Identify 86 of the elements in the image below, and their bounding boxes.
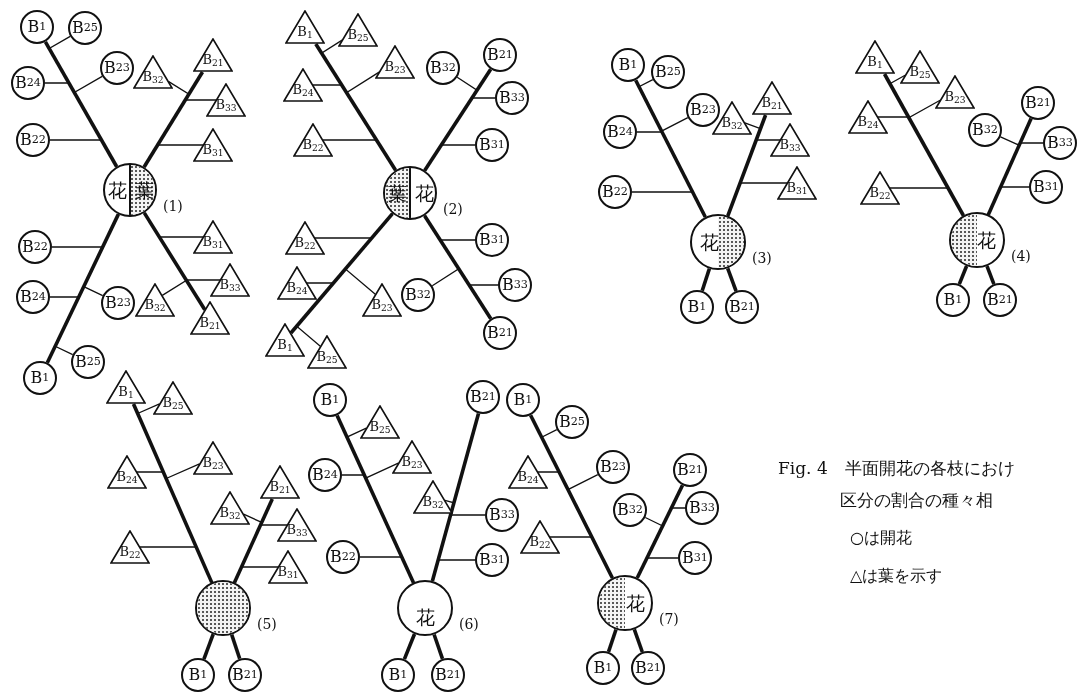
branch-line xyxy=(335,414,416,584)
triangle-node: B$_{31}$ xyxy=(193,220,233,254)
node-label: 花 xyxy=(977,231,996,250)
center-circle xyxy=(383,166,437,220)
triangle-node: B$_{22}$ xyxy=(860,171,900,205)
node-label: 葉 xyxy=(134,181,154,200)
triangle-node: B$_{23}$ xyxy=(935,75,975,109)
center-circle xyxy=(597,575,653,631)
note-text: △は葉を示す xyxy=(850,566,943,587)
triangle-node: B$_{31}$ xyxy=(193,128,233,162)
triangle-node: B$_{21}$ xyxy=(260,465,300,499)
triangle-node: B$_{24}$ xyxy=(277,266,317,300)
branch-line xyxy=(985,265,996,285)
triangle-node: B$_{32}$ xyxy=(133,55,173,89)
branch-line xyxy=(402,633,417,660)
branch-line xyxy=(957,265,969,285)
caption: Fig. 4 半面開花の各枝におけ区分の割合の種々相 xyxy=(778,457,1016,512)
triangle-node: B$_{24}$ xyxy=(283,68,323,102)
branch-line xyxy=(726,267,738,292)
triangle-node: B$_{22}$ xyxy=(520,520,560,554)
branch-line xyxy=(202,633,215,660)
node-label: 花 xyxy=(626,594,645,613)
node-label: 花 xyxy=(107,181,127,200)
figure-number: (6) xyxy=(459,616,479,632)
triangle-node: B$_{24}$ xyxy=(107,455,147,489)
node-label: 花 xyxy=(414,184,434,203)
branch-line xyxy=(430,412,481,582)
branch-line xyxy=(230,634,242,660)
triangle-node: B$_{32}$ xyxy=(413,480,453,514)
triangle-node: B$_{25}$ xyxy=(338,13,378,47)
triangle-node: B$_{32}$ xyxy=(135,283,175,317)
triangle-node: B$_{23}$ xyxy=(193,441,233,475)
note-text: ○は開花 xyxy=(850,528,912,549)
triangle-node: B$_{25}$ xyxy=(360,405,400,439)
triangle-node: B$_{21}$ xyxy=(193,38,233,72)
node-label: 花 xyxy=(700,233,719,252)
node-label: 花 xyxy=(416,608,435,627)
triangle-node: B$_{25}$ xyxy=(900,50,940,84)
center-circle xyxy=(397,580,453,636)
triangle-node: B$_{31}$ xyxy=(268,550,308,584)
triangle-node: B$_{21}$ xyxy=(752,81,792,115)
triangle-node: B$_{22}$ xyxy=(110,530,150,564)
branch-line xyxy=(635,484,685,579)
triangle-node: B$_{22}$ xyxy=(285,221,325,255)
figure-number: (4) xyxy=(1011,248,1031,264)
figure-number: (2) xyxy=(443,201,463,217)
triangle-node: B$_{23}$ xyxy=(362,283,402,317)
branch-line xyxy=(726,114,768,217)
triangle-node: B$_{1}$ xyxy=(285,10,325,44)
triangle-node: B$_{33}$ xyxy=(210,263,250,297)
triangle-node: B$_{23}$ xyxy=(375,45,415,79)
triangle-node: B$_{1}$ xyxy=(106,370,146,404)
figure-number: (7) xyxy=(659,611,679,627)
center-circle xyxy=(103,163,157,217)
branch-line xyxy=(142,71,205,168)
triangle-node: B$_{1}$ xyxy=(265,323,305,357)
branch-line xyxy=(142,211,207,311)
triangle-node: B$_{22}$ xyxy=(293,123,333,157)
branch-line xyxy=(432,633,445,660)
branch-line xyxy=(423,214,493,320)
triangle-node: B$_{24}$ xyxy=(848,100,888,134)
branch-line xyxy=(45,213,120,364)
branch-line xyxy=(632,628,644,653)
triangle-node: B$_{24}$ xyxy=(508,455,548,489)
triangle-node: B$_{23}$ xyxy=(392,440,432,474)
triangle-node: B$_{25}$ xyxy=(307,335,347,369)
branch-line xyxy=(606,628,618,653)
branch-line xyxy=(232,498,274,584)
branch-line xyxy=(986,117,1033,216)
center-circle xyxy=(690,214,746,270)
triangle-node: B$_{32}$ xyxy=(210,491,250,525)
branch-line xyxy=(423,68,493,172)
triangle-node: B$_{33}$ xyxy=(770,123,810,157)
triangle-node: B$_{21}$ xyxy=(190,301,230,335)
branch-line xyxy=(529,414,614,579)
triangle-node: B$_{33}$ xyxy=(277,508,317,542)
figure-number: (3) xyxy=(752,250,772,266)
triangle-node: B$_{1}$ xyxy=(855,40,895,74)
center-circle xyxy=(949,212,1005,268)
triangle-node: B$_{25}$ xyxy=(153,381,193,415)
branch-line xyxy=(700,268,712,292)
triangle-node: B$_{31}$ xyxy=(777,166,817,200)
figure-number: (5) xyxy=(257,616,277,632)
figure-number: (1) xyxy=(163,198,183,214)
triangle-node: B$_{33}$ xyxy=(206,83,246,117)
node-label: 葉 xyxy=(387,184,407,203)
